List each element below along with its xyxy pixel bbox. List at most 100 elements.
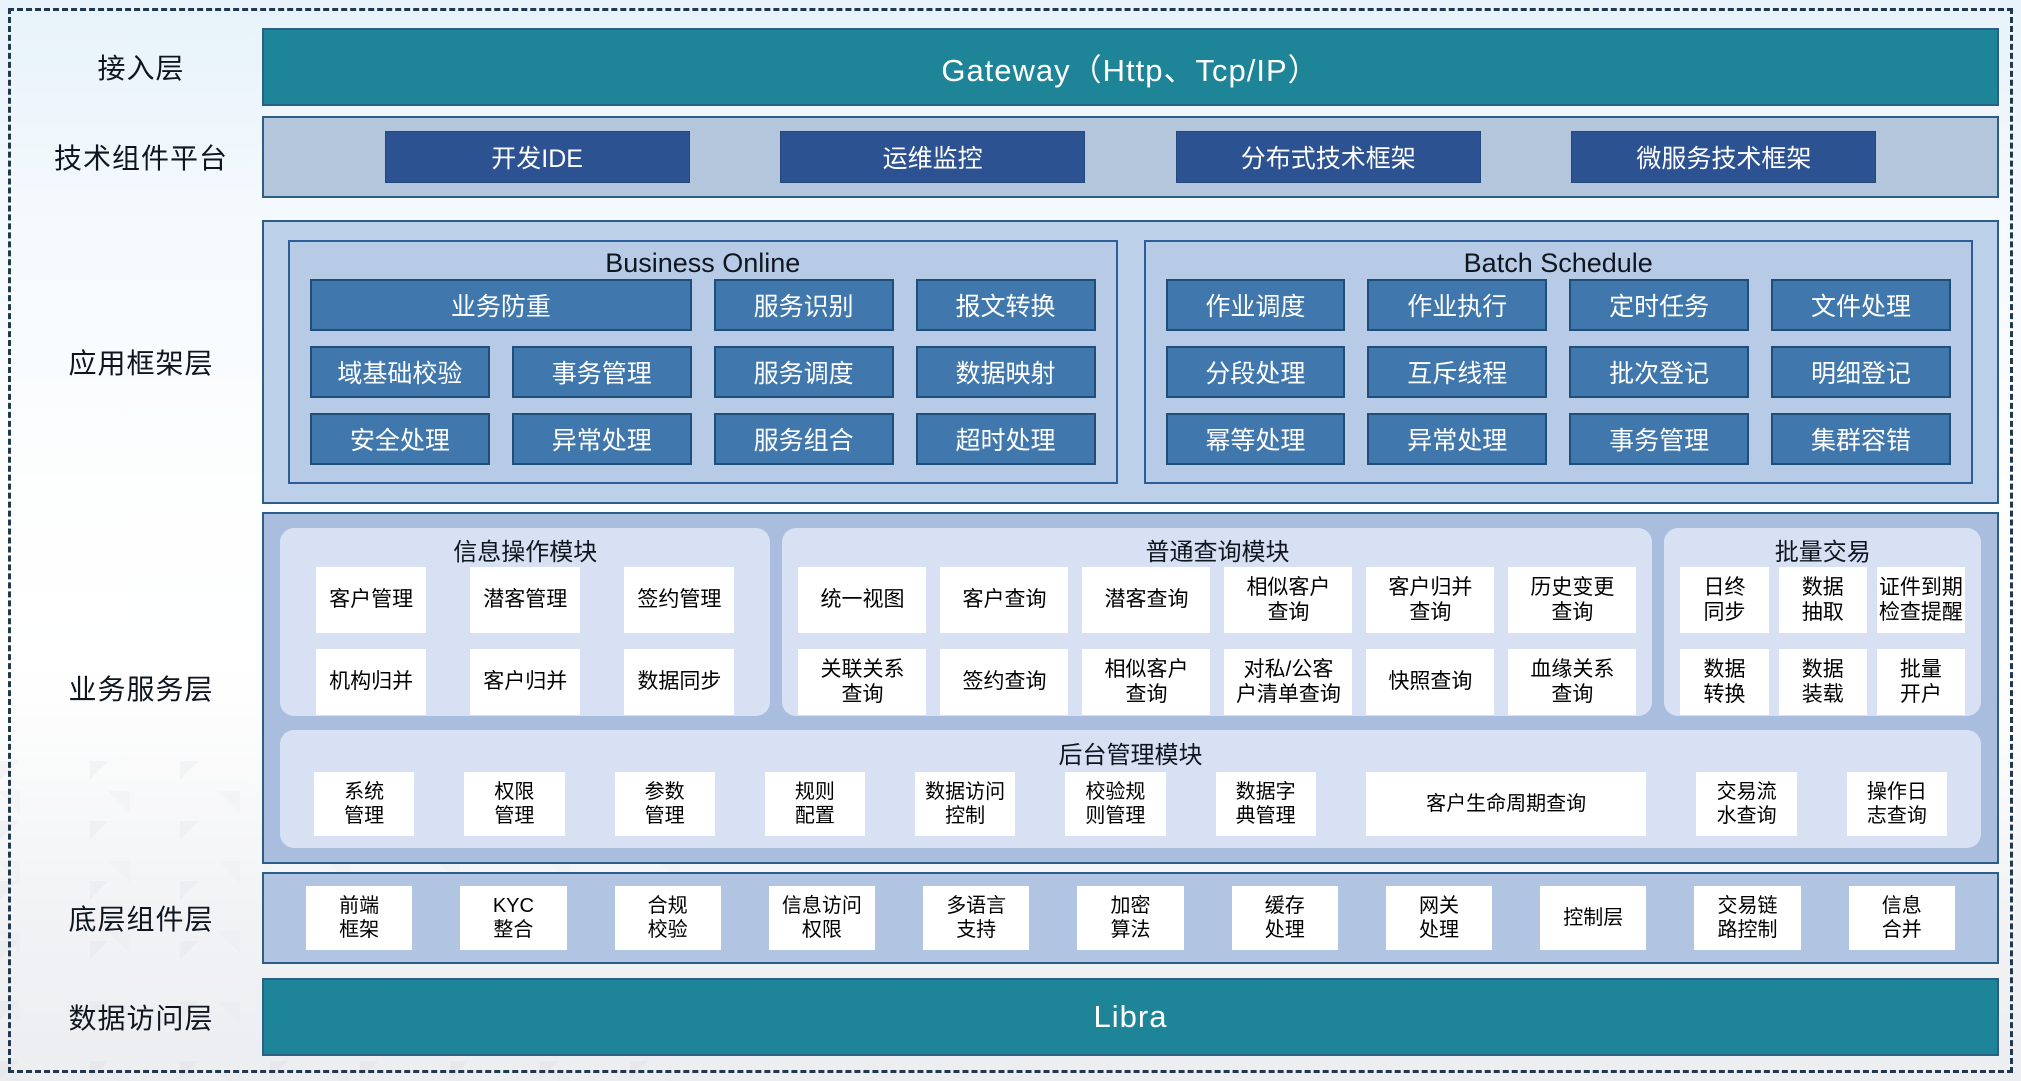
- framework-item: 互斥线程: [1367, 346, 1548, 398]
- backend-admin-items: 系统 管理权限 管理参数 管理规则 配置数据访问 控制校验规 则管理数据字 典管…: [314, 772, 1947, 836]
- framework-item: 作业调度: [1165, 279, 1346, 331]
- batch-schedule-section: Batch Schedule 作业调度作业执行定时任务文件处理分段处理互斥线程批…: [1143, 240, 1973, 484]
- framework-item: 业务防重: [310, 279, 692, 331]
- general-query-title: 普通查询模块: [1145, 539, 1290, 566]
- admin-item: 参数 管理: [614, 772, 715, 836]
- general-query-grid: 统一视图客户查询潜客查询相似客户 查询客户归并 查询历史变更 查询关联关系 查询…: [798, 567, 1637, 715]
- batch-transaction-grid: 日终 同步数据 抽取证件到期 检查提醒数据 转换数据 装载批量 开户: [1680, 567, 1965, 715]
- admin-item: 权限 管理: [464, 772, 565, 836]
- service-item: 证件到期 检查提醒: [1876, 567, 1965, 633]
- info-operations-module: 信息操作模块 客户管理潜客管理签约管理机构归并客户归并数据同步: [280, 528, 771, 716]
- framework-item: 定时任务: [1569, 279, 1750, 331]
- framework-item: 明细登记: [1771, 346, 1951, 398]
- libra-bar: Libra: [262, 978, 1999, 1056]
- base-component-item: 多语言 支持: [923, 886, 1030, 950]
- framework-item: 安全处理: [310, 413, 490, 465]
- tech-platform-item: 开发IDE: [384, 131, 690, 183]
- admin-item: 数据字 典管理: [1215, 772, 1316, 836]
- service-item: 日终 同步: [1680, 567, 1769, 633]
- service-item: 数据 转换: [1680, 649, 1769, 715]
- layer-data-access: 数据访问层 Libra: [20, 978, 1999, 1056]
- batch-schedule-title: Batch Schedule: [1463, 248, 1653, 278]
- framework-item: 事务管理: [1569, 413, 1750, 465]
- service-item: 潜客管理: [470, 567, 581, 633]
- framework-item: 幂等处理: [1165, 413, 1346, 465]
- layer-access: 接入层 Gateway（Http、Tcp/IP）: [20, 28, 1999, 106]
- service-item: 客户归并 查询: [1366, 567, 1495, 633]
- framework-item: 数据映射: [915, 346, 1096, 398]
- base-component-item: 网关 处理: [1385, 886, 1493, 950]
- info-operations-title: 信息操作模块: [453, 539, 598, 566]
- service-item: 机构归并: [316, 649, 427, 715]
- admin-item: 规则 配置: [764, 772, 865, 836]
- service-item: 关联关系 查询: [798, 649, 927, 715]
- base-component-item: 信息 合并: [1848, 886, 1955, 950]
- base-component-item: 交易链 路控制: [1694, 886, 1801, 950]
- business-online-title: Business Online: [605, 248, 801, 278]
- service-item: 批量 开户: [1876, 649, 1965, 715]
- general-query-module: 普通查询模块 统一视图客户查询潜客查询相似客户 查询客户归并 查询历史变更 查询…: [782, 528, 1653, 716]
- business-service-panel: 信息操作模块 客户管理潜客管理签约管理机构归并客户归并数据同步 普通查询模块 统…: [262, 512, 1999, 864]
- admin-item: 操作日 志查询: [1846, 772, 1947, 836]
- framework-item: 异常处理: [511, 413, 692, 465]
- backend-admin-module: 后台管理模块 系统 管理权限 管理参数 管理规则 配置数据访问 控制校验规 则管…: [280, 730, 1981, 848]
- layer-business-service: 业务服务层 信息操作模块 客户管理潜客管理签约管理机构归并客户归并数据同步 普通…: [20, 512, 1999, 864]
- framework-item: 文件处理: [1771, 279, 1951, 331]
- admin-item: 客户生命周期查询: [1365, 772, 1647, 836]
- layer-label-app-framework: 应用框架层: [68, 348, 214, 379]
- layer-label-tech-platform: 技术组件平台: [53, 143, 228, 174]
- service-item: 数据 装载: [1778, 649, 1867, 715]
- gateway-bar: Gateway（Http、Tcp/IP）: [262, 28, 1999, 106]
- tech-platform-item: 运维监控: [780, 131, 1086, 183]
- service-item: 签约管理: [624, 567, 735, 633]
- base-component-item: 信息访问 权限: [768, 886, 876, 950]
- service-item: 统一视图: [798, 567, 927, 633]
- framework-item: 异常处理: [1367, 413, 1548, 465]
- base-component-item: 加密 算法: [1077, 886, 1184, 950]
- admin-item: 数据访问 控制: [915, 772, 1016, 836]
- framework-item: 集群容错: [1771, 413, 1951, 465]
- tech-platform-item: 分布式技术框架: [1175, 131, 1481, 183]
- backend-admin-title: 后台管理模块: [1058, 741, 1203, 769]
- admin-item: 系统 管理: [314, 772, 415, 836]
- batch-transaction-title: 批量交易: [1774, 539, 1871, 566]
- framework-item: 服务识别: [713, 279, 894, 331]
- service-item: 客户归并: [470, 649, 581, 715]
- service-item: 客户管理: [316, 567, 427, 633]
- base-component-item: 缓存 处理: [1231, 886, 1338, 950]
- service-item: 客户查询: [940, 567, 1069, 633]
- framework-item: 作业执行: [1367, 279, 1548, 331]
- info-operations-grid: 客户管理潜客管理签约管理机构归并客户归并数据同步: [296, 567, 754, 715]
- layer-tech-platform: 技术组件平台 开发IDE 运维监控 分布式技术框架 微服务技术框架: [20, 116, 1999, 198]
- dashed-border-frame: [8, 8, 2013, 1073]
- base-component-item: 控制层: [1540, 886, 1647, 950]
- base-component-item: 前端 框架: [306, 886, 413, 950]
- batch-transaction-module: 批量交易 日终 同步数据 抽取证件到期 检查提醒数据 转换数据 装载批量 开户: [1664, 528, 1981, 716]
- framework-item: 批次登记: [1569, 346, 1750, 398]
- admin-item: 交易流 水查询: [1696, 772, 1797, 836]
- business-online-section: Business Online 业务防重服务识别报文转换域基础校验事务管理服务调…: [288, 240, 1118, 484]
- service-item: 数据 抽取: [1778, 567, 1867, 633]
- service-item: 相似客户 查询: [1082, 649, 1211, 715]
- service-item: 签约查询: [940, 649, 1069, 715]
- framework-item: 超时处理: [915, 413, 1096, 465]
- base-component-item: KYC 整合: [460, 886, 567, 950]
- service-item: 相似客户 查询: [1224, 567, 1353, 633]
- service-item: 快照查询: [1366, 649, 1495, 715]
- framework-item: 服务调度: [713, 346, 894, 398]
- admin-item: 校验规 则管理: [1065, 772, 1166, 836]
- framework-item: 事务管理: [511, 346, 692, 398]
- tech-platform-panel: 开发IDE 运维监控 分布式技术框架 微服务技术框架: [262, 116, 1999, 198]
- layer-label-data-access: 数据访问层: [68, 1003, 214, 1034]
- tech-platform-item: 微服务技术框架: [1571, 131, 1877, 183]
- framework-item: 分段处理: [1165, 346, 1346, 398]
- layer-label-base-components: 底层组件层: [68, 904, 214, 935]
- service-item: 潜客查询: [1082, 567, 1211, 633]
- layer-label-access: 接入层: [97, 53, 185, 84]
- business-online-grid: 业务防重服务识别报文转换域基础校验事务管理服务调度数据映射安全处理异常处理服务组…: [310, 279, 1096, 465]
- batch-schedule-grid: 作业调度作业执行定时任务文件处理分段处理互斥线程批次登记明细登记幂等处理异常处理…: [1165, 279, 1951, 465]
- service-item: 血缘关系 查询: [1508, 649, 1637, 715]
